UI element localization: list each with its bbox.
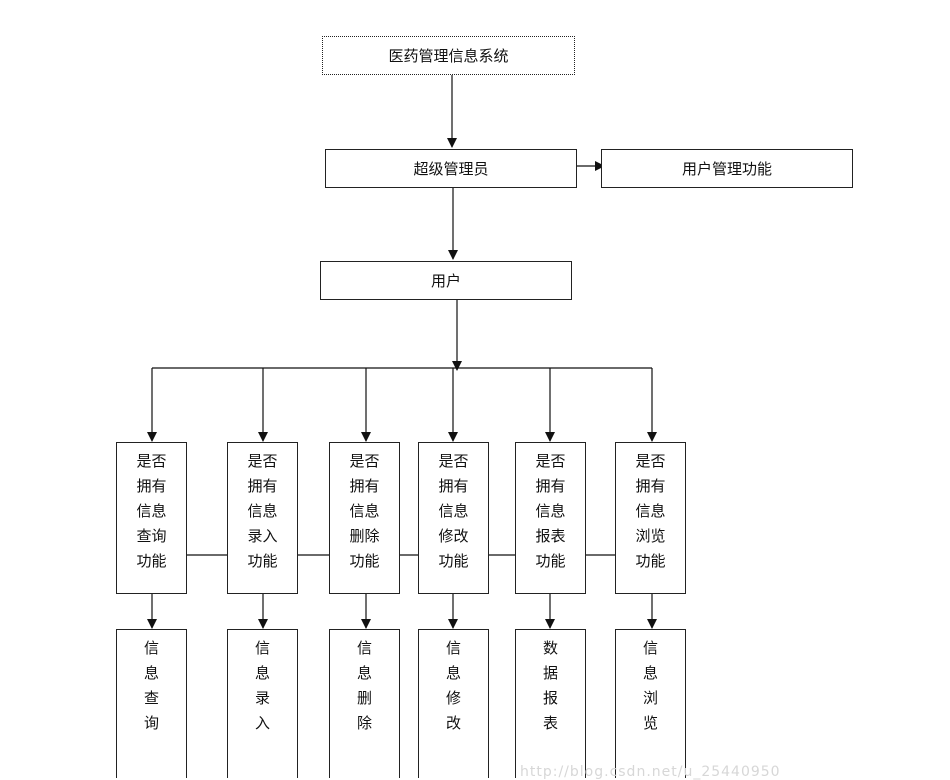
result-char: 信 bbox=[445, 639, 461, 657]
perm-line: 拥有 bbox=[247, 477, 278, 495]
perm-line: 信息 bbox=[535, 502, 566, 520]
perm-line: 功能 bbox=[635, 552, 666, 570]
perm-line: 是否 bbox=[438, 452, 469, 470]
perm-line: 是否 bbox=[535, 452, 566, 470]
result-char: 查 bbox=[143, 689, 159, 707]
result-char: 息 bbox=[356, 664, 372, 682]
result-char: 息 bbox=[642, 664, 658, 682]
perm-line: 信息 bbox=[438, 502, 469, 520]
result-char: 览 bbox=[642, 714, 658, 732]
perm-line: 信息 bbox=[635, 502, 666, 520]
result-char: 删 bbox=[356, 689, 372, 707]
result-node-report: 数 据 报 表 bbox=[515, 629, 586, 778]
result-char: 表 bbox=[542, 714, 558, 732]
result-char: 数 bbox=[542, 639, 558, 657]
perm-line: 拥有 bbox=[635, 477, 666, 495]
result-node-entry: 信 息 录 入 bbox=[227, 629, 298, 778]
perm-line: 浏览 bbox=[635, 527, 666, 545]
result-char: 浏 bbox=[642, 689, 658, 707]
result-char: 据 bbox=[542, 664, 558, 682]
perm-line: 功能 bbox=[349, 552, 380, 570]
result-char: 息 bbox=[143, 664, 159, 682]
result-char: 录 bbox=[254, 689, 270, 707]
perm-line: 功能 bbox=[247, 552, 278, 570]
perm-node-report: 是否 拥有 信息 报表 功能 bbox=[515, 442, 586, 594]
perm-line: 功能 bbox=[438, 552, 469, 570]
perm-line: 查询 bbox=[136, 527, 167, 545]
perm-line: 是否 bbox=[247, 452, 278, 470]
perm-node-delete: 是否 拥有 信息 删除 功能 bbox=[329, 442, 400, 594]
perm-line: 报表 bbox=[535, 527, 566, 545]
result-node-modify: 信 息 修 改 bbox=[418, 629, 489, 778]
result-char: 息 bbox=[445, 664, 461, 682]
result-node-delete: 信 息 删 除 bbox=[329, 629, 400, 778]
admin-label: 超级管理员 bbox=[413, 160, 489, 178]
perm-line: 功能 bbox=[136, 552, 167, 570]
result-node-query: 信 息 查 询 bbox=[116, 629, 187, 778]
watermark-text: http://blog.csdn.net/u_25440950 bbox=[520, 764, 781, 780]
perm-line: 录入 bbox=[247, 527, 278, 545]
perm-node-entry: 是否 拥有 信息 录入 功能 bbox=[227, 442, 298, 594]
result-char: 修 bbox=[445, 689, 461, 707]
result-char: 询 bbox=[143, 714, 159, 732]
perm-line: 信息 bbox=[247, 502, 278, 520]
result-char: 信 bbox=[254, 639, 270, 657]
user-node: 用户 bbox=[320, 261, 572, 300]
perm-line: 信息 bbox=[349, 502, 380, 520]
result-char: 信 bbox=[356, 639, 372, 657]
perm-node-modify: 是否 拥有 信息 修改 功能 bbox=[418, 442, 489, 594]
admin-node: 超级管理员 bbox=[325, 149, 577, 188]
admin-function-node: 用户管理功能 bbox=[601, 149, 853, 188]
result-node-browse: 信 息 浏 览 bbox=[615, 629, 686, 778]
result-char: 信 bbox=[143, 639, 159, 657]
result-char: 报 bbox=[542, 689, 558, 707]
perm-line: 信息 bbox=[136, 502, 167, 520]
result-char: 息 bbox=[254, 664, 270, 682]
perm-line: 是否 bbox=[349, 452, 380, 470]
root-node: 医药管理信息系统 bbox=[322, 36, 575, 75]
result-char: 入 bbox=[254, 714, 270, 732]
user-label: 用户 bbox=[430, 272, 461, 290]
result-char: 除 bbox=[356, 714, 372, 732]
perm-line: 删除 bbox=[349, 527, 380, 545]
perm-node-query: 是否 拥有 信息 查询 功能 bbox=[116, 442, 187, 594]
result-char: 改 bbox=[445, 714, 461, 732]
result-char: 信 bbox=[642, 639, 658, 657]
perm-line: 拥有 bbox=[535, 477, 566, 495]
perm-line: 是否 bbox=[136, 452, 167, 470]
perm-line: 是否 bbox=[635, 452, 666, 470]
perm-node-browse: 是否 拥有 信息 浏览 功能 bbox=[615, 442, 686, 594]
perm-line: 修改 bbox=[438, 527, 469, 545]
admin-function-label: 用户管理功能 bbox=[681, 160, 772, 178]
perm-line: 拥有 bbox=[438, 477, 469, 495]
perm-line: 拥有 bbox=[349, 477, 380, 495]
perm-line: 拥有 bbox=[136, 477, 167, 495]
root-label: 医药管理信息系统 bbox=[388, 47, 509, 65]
perm-line: 功能 bbox=[535, 552, 566, 570]
